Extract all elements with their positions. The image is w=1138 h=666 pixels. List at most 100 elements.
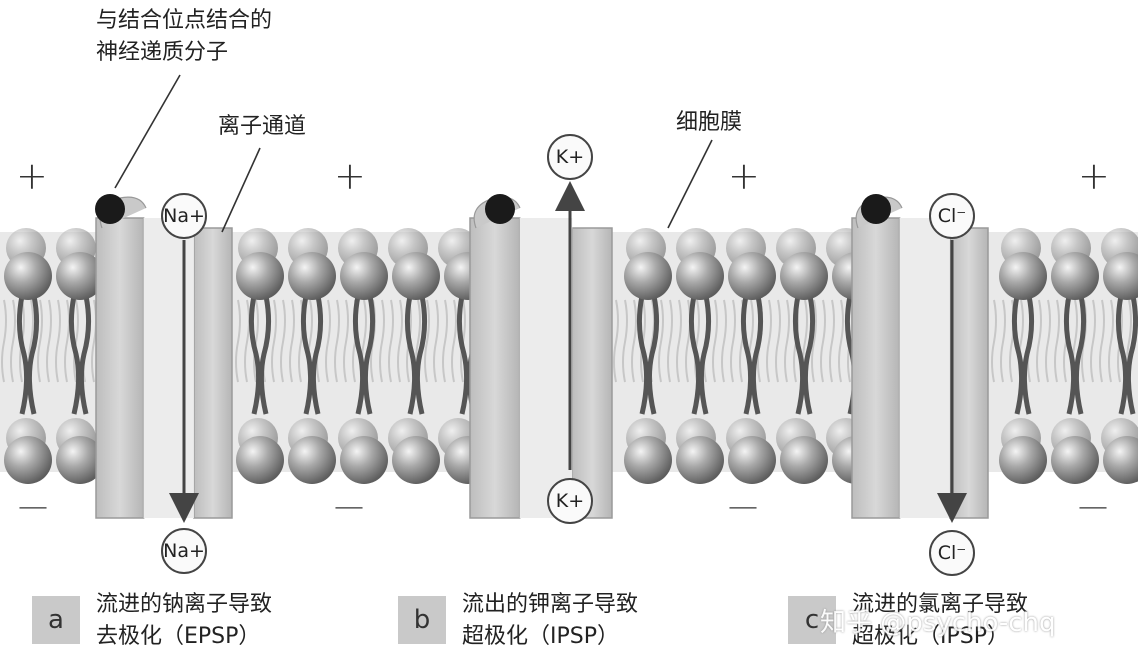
lipid-head: [340, 436, 388, 484]
cell-membrane-label: 细胞膜: [676, 110, 743, 135]
channel-wall-right: [193, 227, 233, 519]
lipid-tail: [1099, 299, 1105, 383]
lipid-head: [728, 252, 776, 300]
neurotransmitter-leader-line: [114, 74, 181, 189]
lipid-tail-dark: [16, 295, 30, 415]
neurotransmitter-label-line2: 神经递质分子: [96, 40, 229, 65]
minus-sign: —: [728, 489, 758, 524]
lipid-tail: [694, 299, 700, 383]
k-ion-top: K+: [547, 134, 593, 180]
membrane-leader-line: [667, 139, 713, 229]
lipid-head: [56, 436, 104, 484]
channel-pore: [899, 218, 950, 518]
lipid-tail: [325, 299, 331, 383]
lipid-tail: [55, 299, 61, 383]
leader-lines: [114, 74, 713, 233]
lipid-tail: [829, 299, 835, 383]
lipid-tail: [838, 299, 844, 383]
lipid-tail: [1090, 299, 1096, 383]
cl-ion-top: Cl⁻: [929, 193, 975, 239]
neurotransmitter-molecule-b: [485, 194, 515, 224]
channel-pore: [519, 218, 573, 518]
neurotransmitter-molecules: [95, 194, 891, 224]
lipid-tail: [613, 299, 619, 383]
plus-sign: +: [1078, 154, 1110, 198]
channel-pore: [143, 218, 194, 518]
lipid-head: [340, 252, 388, 300]
lipid-tail-dark: [362, 295, 376, 415]
lipid-tail: [1036, 299, 1042, 383]
ion-channels: [95, 196, 989, 519]
lipid-head: [392, 252, 440, 300]
lipid-tail: [712, 299, 718, 383]
lipid-tail-dark: [740, 295, 754, 415]
panel-a-caption-line1: 流进的钠离子导致: [96, 592, 273, 617]
panel-b-caption-line1: 流出的钾离子导致: [462, 592, 639, 617]
lipid-tail: [766, 299, 772, 383]
plus-sign: +: [728, 154, 760, 198]
lipid-tail: [388, 299, 394, 383]
lipid-tail-dark: [352, 295, 366, 415]
lipid-tail-dark: [310, 295, 324, 415]
lipid-head: [236, 252, 284, 300]
lipid-tail-dark: [792, 295, 806, 415]
lipid-tail-dark: [300, 295, 314, 415]
lipid-tail-dark: [1115, 295, 1129, 415]
lipid-tail-dark: [248, 295, 262, 415]
lipid-tail: [235, 299, 241, 383]
lipid-tail: [244, 299, 250, 383]
lipid-tail: [1054, 299, 1060, 383]
panel-c-caption-line2: 超极化（IPSP）: [852, 624, 1009, 649]
lipid-tail: [253, 299, 259, 383]
ion-flow-arrows: [169, 181, 967, 523]
k-ion-bottom: K+: [547, 478, 593, 524]
lipid-tail-dark: [78, 295, 92, 415]
lipid-tail-dark: [688, 295, 702, 415]
lipid-tail-dark: [1011, 295, 1025, 415]
lipid-tail: [379, 299, 385, 383]
lipid-tail-dark: [1021, 295, 1035, 415]
lipid-tail: [775, 299, 781, 383]
lipid-tail-dark: [68, 295, 82, 415]
panel-a-badge: a: [32, 596, 80, 644]
lipid-tail: [433, 299, 439, 383]
lipid-head: [676, 252, 724, 300]
neurotransmitter-molecule-c: [861, 194, 891, 224]
lipid-tail: [811, 299, 817, 383]
lipid-head: [780, 252, 828, 300]
panel-b-caption-line2: 超极化（IPSP）: [462, 624, 619, 649]
lipid-tail-dark: [26, 295, 40, 415]
lipid-head: [780, 436, 828, 484]
channel-wall-left: [469, 217, 521, 519]
lipid-tail: [442, 299, 448, 383]
lipid-head: [624, 252, 672, 300]
lipid-tail: [622, 299, 628, 383]
lipid-tail-dark: [404, 295, 418, 415]
lipid-tail: [271, 299, 277, 383]
panel-b-badge: b: [398, 596, 446, 644]
lipid-tail-dark: [1125, 295, 1138, 415]
lipid-tail: [343, 299, 349, 383]
lipid-tail: [289, 299, 295, 383]
neurotransmitter-molecule-a: [95, 194, 125, 224]
lipid-tail: [424, 299, 430, 383]
minus-sign: —: [334, 489, 364, 524]
ion-channel-label: 离子通道: [218, 114, 307, 139]
channel-leader-line: [221, 147, 261, 233]
lipid-tail: [1045, 299, 1051, 383]
lipid-tail: [991, 299, 997, 383]
channel-wall-left: [95, 217, 145, 519]
lipid-tail-dark: [258, 295, 272, 415]
lipid-head: [624, 436, 672, 484]
lipid-tail-dark: [750, 295, 764, 415]
na-ion-bottom: Na+: [161, 528, 207, 574]
lipid-tail: [73, 299, 79, 383]
lipid-tail: [676, 299, 682, 383]
lipid-tail: [397, 299, 403, 383]
lipid-tail-dark: [1063, 295, 1077, 415]
lipid-tail: [658, 299, 664, 383]
lipid-head: [999, 436, 1047, 484]
lipid-tail-dark: [802, 295, 816, 415]
